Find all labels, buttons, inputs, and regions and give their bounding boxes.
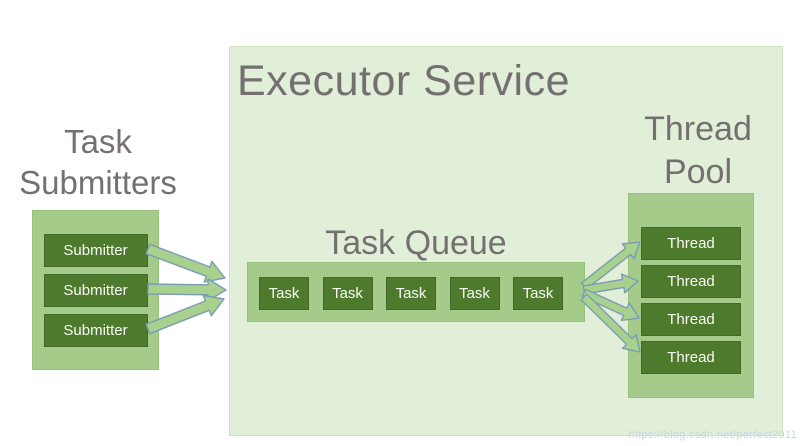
thread-pool-title-line2: Pool: [663, 153, 733, 191]
task-box: Task: [322, 277, 373, 310]
submitter-box: Submitter: [43, 234, 148, 267]
executor-service-title: Executor Service: [237, 57, 571, 105]
task-submitters-title-line1: Task: [64, 123, 132, 160]
thread-box: Thread: [641, 265, 741, 298]
thread-box: Thread: [641, 227, 741, 260]
thread-pool-title-line1: Thread: [644, 110, 752, 148]
task-queue-title: Task Queue: [325, 224, 507, 262]
task-submitters-title: Task Submitters: [0, 121, 196, 203]
watermark: https://blog.csdn.net/perfect2011: [628, 429, 797, 441]
thread-pool-title: Thread Pool: [625, 108, 771, 194]
task-submitters-title-line2: Submitters: [19, 164, 177, 201]
thread-box: Thread: [641, 341, 741, 374]
task-box: Task: [386, 277, 436, 310]
task-box: Task: [513, 277, 563, 310]
task-queue-box: Task Task Task Task Task: [247, 262, 585, 322]
flow-arrow: [147, 278, 227, 302]
task-box: Task: [449, 277, 500, 310]
thread-box: Thread: [641, 303, 741, 336]
submitter-box: Submitter: [43, 314, 148, 347]
submitter-box: Submitter: [43, 274, 148, 307]
task-box: Task: [259, 277, 309, 310]
